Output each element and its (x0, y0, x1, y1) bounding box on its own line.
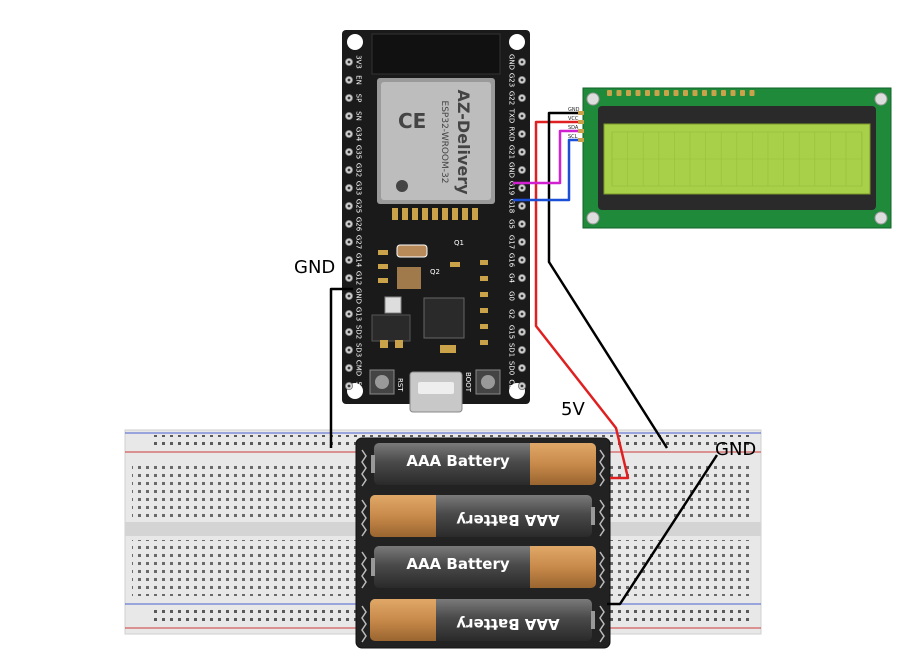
pin-label-rxd: RXD (508, 126, 516, 141)
pin-label-g18: G18 (508, 199, 516, 213)
pin-label-g25: G25 (355, 199, 363, 213)
lcd-pin-vcc (578, 120, 584, 124)
pin-label-en: EN (355, 75, 363, 85)
pin-label-g26: G26 (355, 217, 363, 232)
lcd-header-hole (702, 90, 707, 96)
battery-label: AAA Battery (456, 615, 560, 633)
pin-label-g22: G22 (508, 91, 516, 105)
module-label: ESP32-WROOM-32 (439, 101, 449, 184)
pin-label-g32: G32 (355, 163, 363, 177)
pin-label-sd0: SD0 (508, 361, 516, 375)
lcd-header-hole (654, 90, 660, 96)
pin-label-cmd: CMD (355, 360, 363, 376)
gnd-label-right: GND (715, 439, 756, 460)
brand-logo: AZ-Delivery (454, 89, 473, 195)
lcd-header-hole (730, 90, 736, 96)
wire-5v (534, 120, 630, 480)
q1-label: Q1 (454, 239, 464, 247)
lcd-header-hole (692, 90, 698, 96)
pin-label-g13: G13 (355, 307, 363, 321)
lcd-header-hole (616, 90, 622, 96)
pin-label-gnd: GND (508, 54, 516, 70)
lcd-header-hole (664, 90, 669, 96)
pin-label-g27: G27 (355, 235, 363, 249)
battery-label: AAA Battery (406, 452, 510, 470)
rst-label: RST (396, 378, 404, 392)
wire-lcd-gnd (547, 111, 669, 449)
pin-label-sp: SP (355, 94, 363, 103)
battery-2: AAA Battery (370, 495, 595, 537)
wire-sda (513, 129, 578, 185)
lcd-header-hole (635, 90, 641, 96)
crystal (397, 267, 421, 289)
pin-label-g4: G4 (508, 273, 516, 283)
pin-label-g17: G17 (508, 235, 516, 249)
5v-label: 5V (561, 399, 585, 420)
pin-label-g35: G35 (355, 145, 363, 159)
lcd-pin-label-scl: SCL (568, 134, 578, 140)
battery-pack: AAA Battery AAA Battery AAA Battery AAA … (355, 437, 611, 649)
pin-label-g2: G2 (508, 309, 516, 319)
lcd-header-hole (683, 90, 688, 96)
lcd-header-hole (626, 90, 631, 96)
lcd-pin-label-gnd: GND (568, 107, 580, 113)
right-pin-header: GNDG23G22TXDRXDG21GNDG19G18G5G17G16G4G0G… (508, 54, 527, 393)
pin-label-gnd: GND (355, 288, 363, 304)
esp32-board: AZ-Delivery ESP32-WROOM-32 CE Q1 Q2 (342, 30, 530, 413)
lcd-module: GND VCC SDA SCL (568, 87, 892, 229)
wire-gnd-esp32 (329, 287, 353, 448)
pin-label-g15: G15 (508, 325, 516, 339)
pin-label-gnd: GND (508, 162, 516, 178)
pin-label-sd2: SD2 (355, 325, 363, 339)
pin-label-3v3: 3V3 (355, 55, 363, 69)
lcd-header-hole (749, 90, 755, 96)
pin-label-sn: SN (355, 111, 363, 121)
capacitor (396, 244, 428, 258)
wire-gnd-battery (607, 454, 719, 606)
pin-label-txd: TXD (508, 108, 516, 123)
pin-label-g12: G12 (355, 271, 363, 285)
pin-label-g34: G34 (355, 127, 363, 142)
ce-mark: CE (398, 109, 426, 133)
battery-1: AAA Battery (371, 443, 596, 485)
pin-label-g21: G21 (508, 145, 516, 159)
pin-label-5v: 5V (355, 381, 363, 390)
lcd-header-hole (711, 90, 717, 96)
pin-label-sd1: SD1 (508, 343, 516, 357)
pin-label-g5: G5 (508, 219, 516, 229)
battery-3: AAA Battery (371, 546, 596, 588)
lcd-header-hole (740, 90, 745, 96)
lcd-header-hole (645, 90, 650, 96)
pin-label-g33: G33 (355, 181, 363, 195)
pin-label-g23: G23 (508, 73, 516, 87)
usb-uart-chip (423, 297, 465, 339)
lcd-header-hole (607, 90, 612, 96)
lcd-header-hole (721, 90, 726, 96)
wire-scl (513, 138, 578, 202)
battery-label: AAA Battery (406, 555, 510, 573)
pin-label-g16: G16 (508, 253, 516, 268)
pin-label-g19: G19 (508, 181, 516, 195)
lcd-pin-scl (578, 138, 584, 142)
lcd-pin-sda (578, 129, 584, 133)
lcd-pin-label-sda: SDA (568, 125, 579, 131)
battery-4: AAA Battery (370, 599, 595, 641)
q2-label: Q2 (430, 268, 440, 276)
battery-label: AAA Battery (456, 511, 560, 529)
lcd-pin-label-vcc: VCC (568, 116, 579, 122)
pin-label-g0: G0 (508, 291, 516, 301)
pin-label-clk: CLK (508, 379, 516, 393)
wires (329, 111, 719, 606)
lcd-pin-gnd (578, 111, 584, 115)
lcd-grid-border (611, 131, 863, 187)
lcd-header-hole (673, 90, 679, 96)
pin-label-sd3: SD3 (355, 343, 363, 357)
boot-label: BOOT (464, 372, 472, 393)
gnd-label-left: GND (294, 257, 335, 278)
pin-label-g14: G14 (355, 253, 363, 268)
